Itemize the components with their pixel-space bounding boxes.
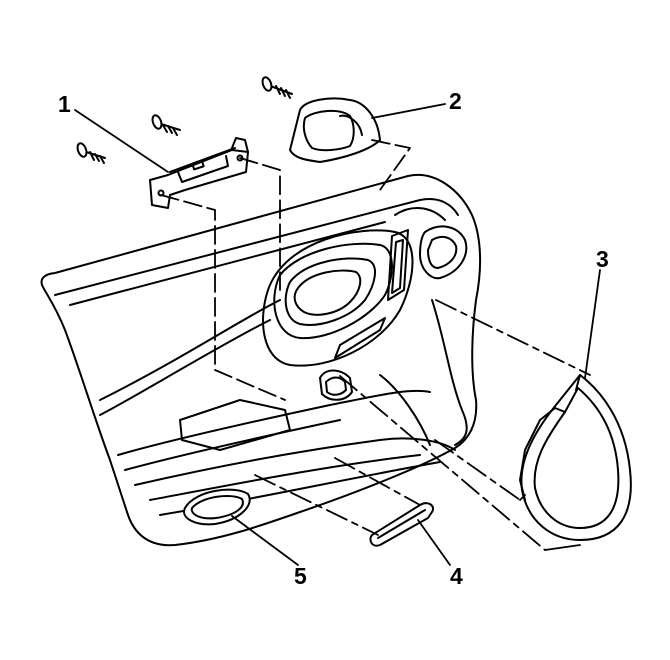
bracket-1 xyxy=(149,137,249,209)
pull-cup-5 xyxy=(183,488,251,526)
callout-3: 3 xyxy=(596,246,609,272)
callout-2: 2 xyxy=(449,88,462,114)
alignment-lines xyxy=(160,139,591,551)
callout-1: 1 xyxy=(58,91,71,117)
trim-cover-3 xyxy=(519,374,632,541)
callout-leaders xyxy=(74,103,601,566)
trim-strip-4 xyxy=(369,502,434,547)
callout-4: 4 xyxy=(450,563,463,589)
callout-5: 5 xyxy=(294,563,307,589)
handle-bezel-2 xyxy=(289,97,381,163)
screws xyxy=(76,76,293,164)
door-trim-panel xyxy=(40,173,482,547)
